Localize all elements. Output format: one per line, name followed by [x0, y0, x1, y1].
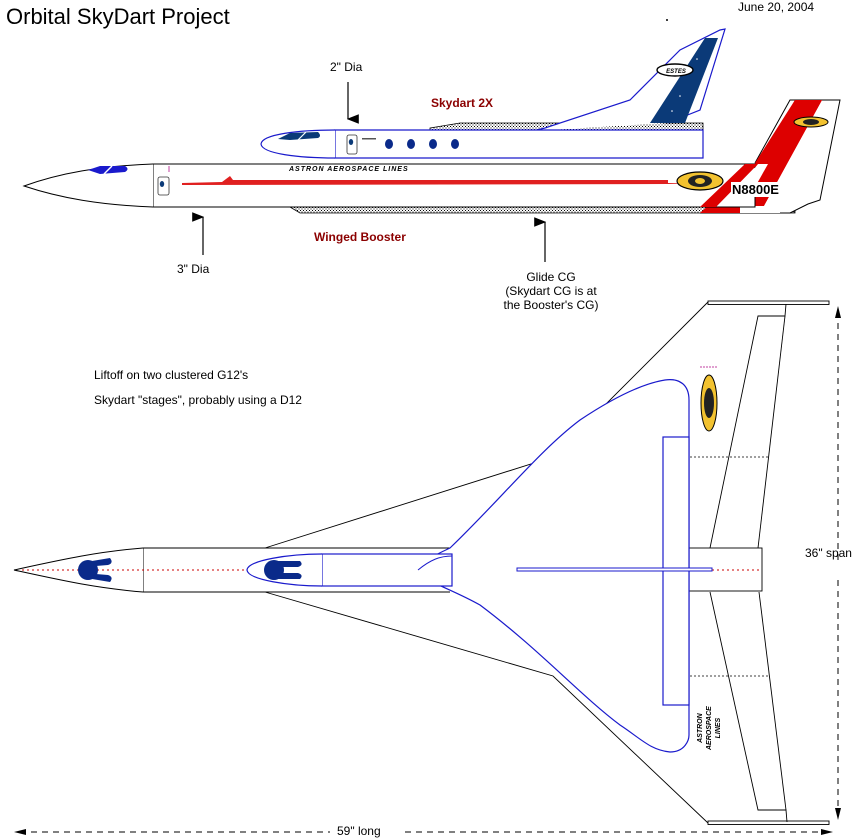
skydart-fin-stripe: [650, 38, 718, 123]
wing-livery-text: ASTRON AEROSPACE LINES: [696, 706, 723, 750]
skydart-name-label: Skydart 2X: [431, 96, 494, 110]
page-title: Orbital SkyDart Project: [6, 4, 230, 29]
length-label: 59" long: [337, 824, 381, 838]
note-staging: Skydart "stages", probably using a D12: [94, 393, 302, 407]
booster-diameter-label: 3" Dia: [177, 262, 210, 276]
skydart-side-view: ESTES: [260, 28, 726, 159]
booster-name-label: Winged Booster: [314, 230, 406, 244]
skydart-nose-top: [246, 553, 323, 587]
skydart-canopy-top: [264, 560, 302, 580]
span-label: 36" span: [805, 546, 852, 560]
booster-nose: [22, 163, 154, 208]
booster-wing-lower: [264, 591, 709, 824]
skydart-window: [385, 139, 393, 149]
length-arrow-left: [14, 829, 26, 835]
elevon-lower: [709, 591, 788, 823]
tail-registration: N8800E: [731, 182, 780, 197]
elevon-upper: [709, 303, 787, 549]
date-label: June 20, 2004: [738, 0, 815, 14]
span-arrow-top: [835, 306, 841, 318]
length-arrow-right: [821, 829, 833, 835]
skydart-wing: [417, 379, 690, 753]
glide-cg-line2: (Skydart CG is at: [505, 284, 597, 298]
skydart-window: [429, 139, 437, 149]
estes-logo-text: ESTES: [666, 69, 686, 75]
skydart-canopy: [278, 132, 320, 140]
wing-livery-line2: AEROSPACE: [706, 706, 713, 750]
glide-cg-line1: Glide CG: [526, 270, 576, 284]
glide-cg-line3: the Booster's CG): [503, 298, 599, 312]
booster-side-view: [22, 99, 841, 214]
span-arrow-bottom: [835, 808, 841, 820]
note-liftoff: Liftoff on two clustered G12's: [94, 368, 249, 382]
skydart-diameter-label: 2" Dia: [330, 60, 363, 74]
wingtip-plate-upper: [707, 300, 830, 305]
booster-fuselage: [152, 163, 756, 208]
glide-cg-note: Glide CG (Skydart CG is at the Booster's…: [496, 270, 606, 312]
wingtip-plate-lower: [707, 820, 830, 825]
booster-cheat-line: [182, 176, 700, 185]
livery-text: ASTRON AEROSPACE LINES: [289, 166, 409, 173]
skydart-window: [407, 139, 415, 149]
wing-livery-line1: ASTRON: [697, 713, 704, 743]
skydart-top-view: [246, 379, 713, 753]
booster-canopy-top: [78, 558, 112, 582]
estes-logo: [656, 63, 694, 77]
wing-livery-line3: LINES: [715, 717, 722, 739]
skydart-window: [451, 139, 459, 149]
skydart-fuselage-top: [321, 553, 453, 587]
